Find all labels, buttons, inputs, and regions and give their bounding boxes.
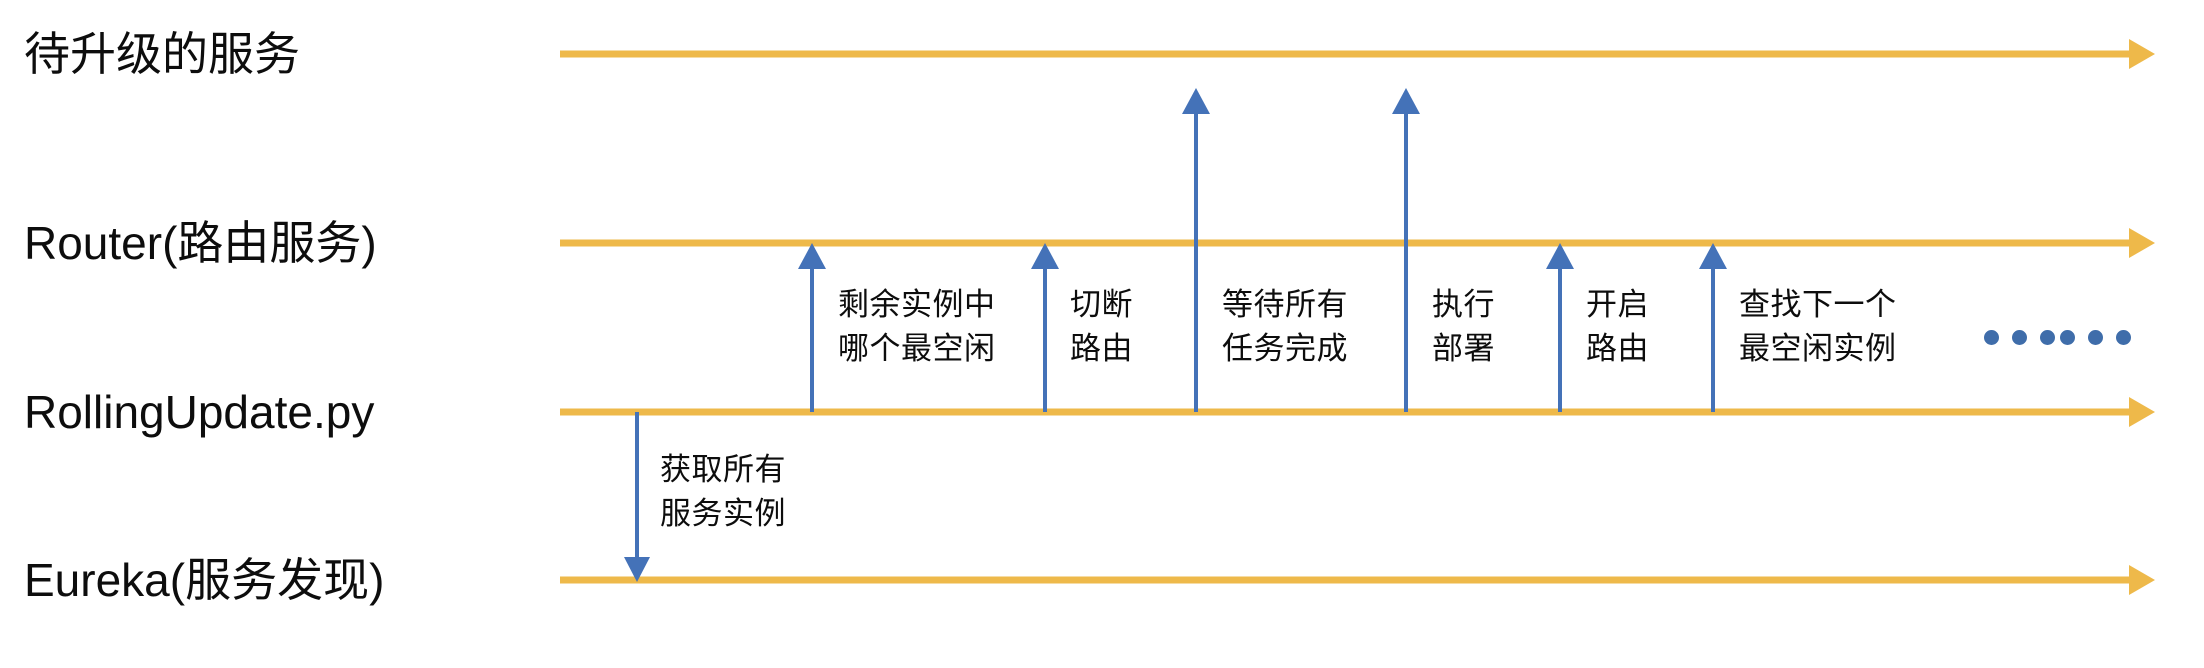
lane-label-eureka: Eureka(服务发现) <box>24 554 385 606</box>
lifeline-arrowhead-rollingupdate <box>2129 397 2155 427</box>
message-stem <box>810 267 814 412</box>
lifeline-bar-rollingupdate <box>560 408 2130 416</box>
message-label-cut-route: 切断 路由 <box>1070 287 1133 367</box>
message-stem <box>635 412 639 558</box>
lifeline-bar-service <box>560 50 2130 58</box>
message-label-fetch-instances: 获取所有 服务实例 <box>660 452 786 532</box>
message-label-find-next-idlest: 查找下一个 最空闲实例 <box>1739 287 1897 367</box>
message-label-deploy: 执行 部署 <box>1432 287 1495 367</box>
lifeline-bar-router <box>560 239 2130 247</box>
arrowhead-up-icon <box>1546 243 1574 269</box>
message-label-find-idlest: 剩余实例中 哪个最空闲 <box>838 287 996 367</box>
lifeline-arrowhead-service <box>2129 39 2155 69</box>
message-arrow-find-next-idlest <box>1693 243 1733 412</box>
lifeline-bar-eureka <box>560 576 2130 584</box>
message-stem <box>1558 267 1562 412</box>
message-stem <box>1194 112 1198 412</box>
arrowhead-down-icon <box>624 557 650 582</box>
lane-label-router: Router(路由服务) <box>24 217 377 269</box>
ellipsis-dots-group-1 <box>1984 330 2055 345</box>
lifeline-arrowhead-eureka <box>2129 565 2155 595</box>
message-arrow-fetch-instances <box>617 412 657 582</box>
message-arrow-wait-tasks <box>1176 88 1216 412</box>
message-arrow-find-idlest <box>792 243 832 412</box>
message-stem <box>1404 112 1408 412</box>
message-label-wait-tasks: 等待所有 任务完成 <box>1222 287 1348 367</box>
arrowhead-up-icon <box>1031 243 1059 269</box>
message-arrow-open-route <box>1540 243 1580 412</box>
lane-label-service: 待升级的服务 <box>24 28 300 80</box>
ellipsis-dots-group-2 <box>2060 330 2131 345</box>
message-arrow-deploy <box>1386 88 1426 412</box>
dot-icon <box>2116 330 2131 345</box>
dot-icon <box>2088 330 2103 345</box>
dot-icon <box>2060 330 2075 345</box>
dot-icon <box>1984 330 1999 345</box>
arrowhead-up-icon <box>1392 88 1420 114</box>
message-stem <box>1043 267 1047 412</box>
arrowhead-up-icon <box>1182 88 1210 114</box>
message-stem <box>1711 267 1715 412</box>
dot-icon <box>2012 330 2027 345</box>
arrowhead-up-icon <box>1699 243 1727 269</box>
message-arrow-cut-route <box>1025 243 1065 412</box>
arrowhead-up-icon <box>798 243 826 269</box>
lifeline-arrowhead-router <box>2129 228 2155 258</box>
lane-label-rollingupdate: RollingUpdate.py <box>24 386 375 438</box>
dot-icon <box>2040 330 2055 345</box>
message-label-open-route: 开启 路由 <box>1586 287 1649 367</box>
